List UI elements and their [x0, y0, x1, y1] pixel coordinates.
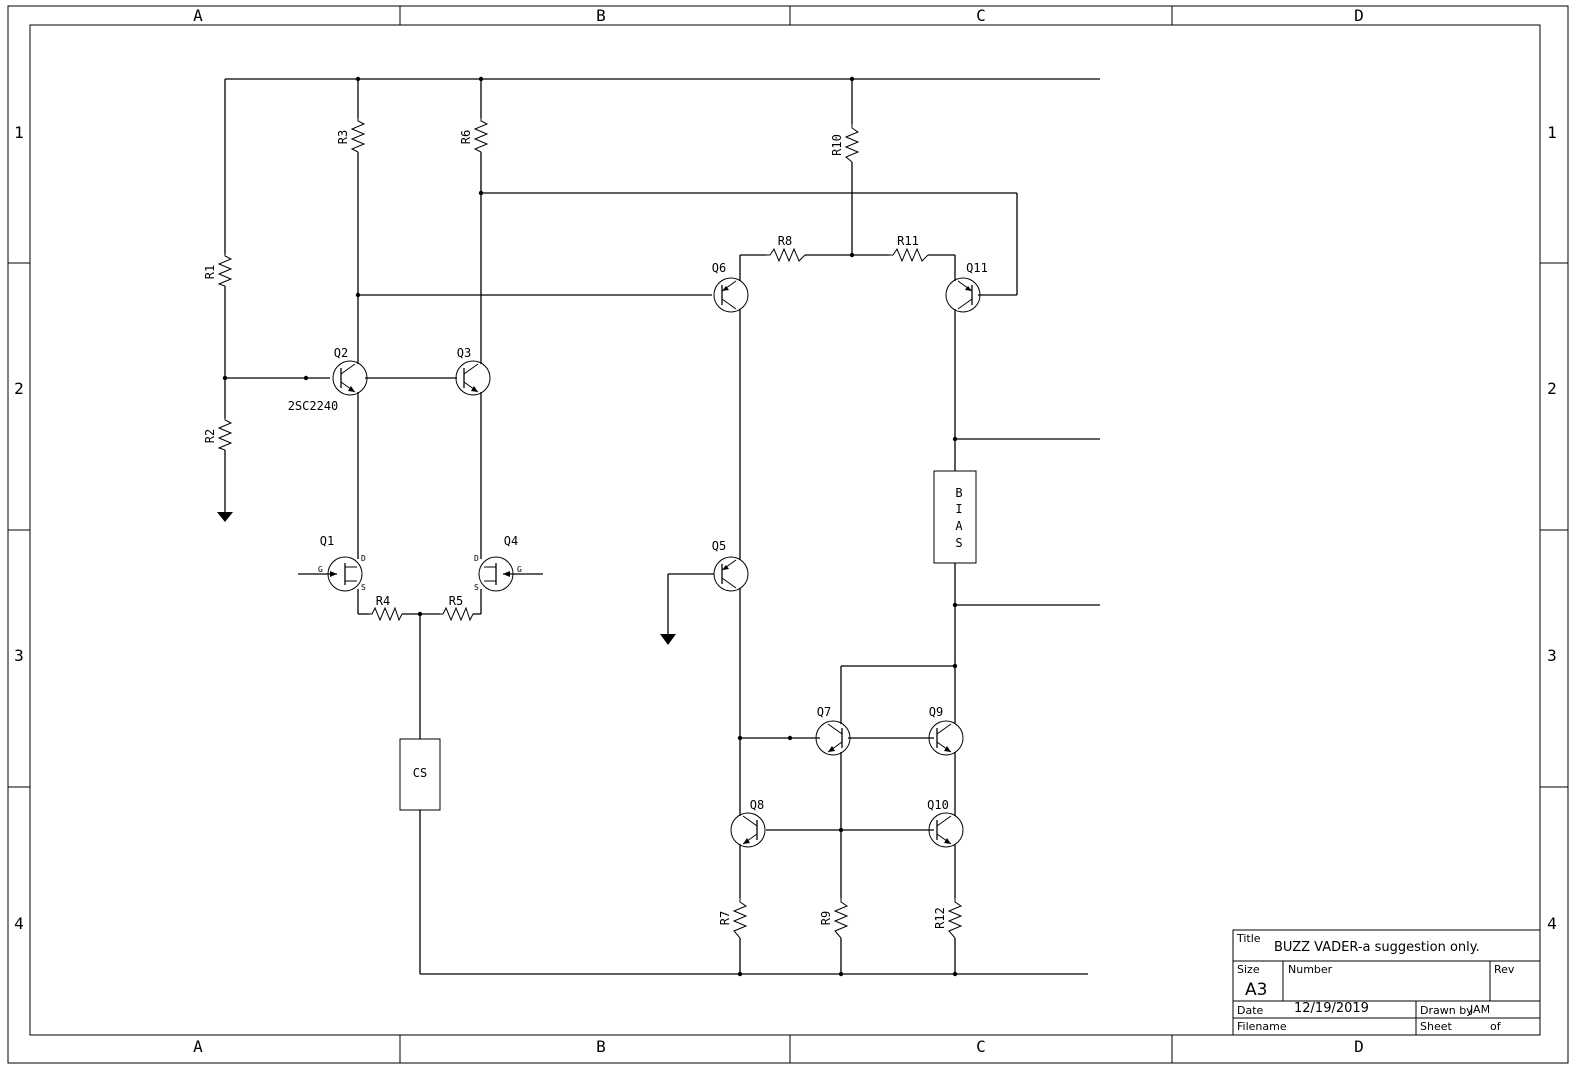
- date-label: Date: [1237, 1004, 1264, 1017]
- resistor-r3-symbol: [350, 118, 366, 153]
- transistor-q2-symbol: [332, 360, 368, 396]
- label-q11: Q11: [966, 261, 988, 275]
- resistor-r7-symbol: [732, 898, 748, 939]
- junction-dots: [222, 76, 958, 977]
- label-q10: Q10: [927, 798, 949, 812]
- label-r10: R10: [830, 134, 844, 156]
- q4-pin-s: S: [474, 583, 479, 592]
- title-block: Title BUZZ VADER-a suggestion only. Size…: [1232, 929, 1541, 1036]
- label-q3: Q3: [457, 346, 471, 360]
- label-r11: R11: [897, 234, 919, 248]
- transistor-q7-symbol: [815, 720, 851, 756]
- label-q6: Q6: [712, 261, 726, 275]
- filename-label: Filename: [1237, 1020, 1287, 1033]
- label-bias-a: A: [955, 519, 963, 533]
- zone-row-1-left: 1: [14, 123, 24, 142]
- number-label: Number: [1288, 963, 1333, 976]
- zone-row-4-left: 4: [14, 914, 24, 933]
- zone-col-b-top: B: [596, 6, 606, 25]
- transistors: [327, 277, 981, 848]
- zone-row-2-right: 2: [1547, 379, 1557, 398]
- label-q7: Q7: [817, 705, 831, 719]
- size-value: A3: [1245, 980, 1267, 1000]
- rev-label: Rev: [1494, 963, 1515, 976]
- label-r5: R5: [449, 594, 463, 608]
- zone-col-d-bottom: D: [1354, 1037, 1364, 1056]
- component-labels: R1 R2 R3 R6 R10 R7 R9 R12 R8 R11 R4 R5 Q…: [203, 130, 988, 929]
- size-label: Size: [1237, 963, 1260, 976]
- zone-col-b-bottom: B: [596, 1037, 606, 1056]
- zone-col-a-bottom: A: [193, 1037, 203, 1056]
- label-r12: R12: [933, 907, 947, 929]
- label-r7: R7: [718, 911, 732, 925]
- label-r8: R8: [778, 234, 792, 248]
- transistor-q6-symbol: [713, 277, 749, 313]
- resistor-r1-symbol: [217, 254, 233, 287]
- ground-symbol-left: [217, 512, 233, 522]
- label-r4: R4: [376, 594, 390, 608]
- label-r2: R2: [203, 429, 217, 443]
- zone-row-3-left: 3: [14, 646, 24, 665]
- title-label: Title: [1236, 932, 1261, 945]
- zone-row-1-right: 1: [1547, 123, 1557, 142]
- q1-pin-d: D: [361, 554, 366, 563]
- zone-col-d-top: D: [1354, 6, 1364, 25]
- q4-pin-d: D: [474, 554, 479, 563]
- label-r1: R1: [203, 265, 217, 279]
- sheet-label: Sheet: [1420, 1020, 1452, 1033]
- label-q1: Q1: [320, 534, 334, 548]
- label-r3: R3: [336, 130, 350, 144]
- label-r9: R9: [819, 911, 833, 925]
- drawn-by-value: JAM: [1469, 1003, 1490, 1016]
- label-bias-s: S: [955, 536, 962, 550]
- bias-box: [933, 470, 977, 564]
- transistor-q9-symbol: [928, 720, 964, 756]
- ground-symbol-q5: [660, 634, 676, 645]
- label-q2-part-number: 2SC2240: [288, 399, 339, 413]
- transistor-q10-symbol: [928, 812, 964, 848]
- q1-pin-g: G: [318, 565, 323, 574]
- drawn-by-label: Drawn by: [1420, 1004, 1473, 1017]
- label-q8: Q8: [750, 798, 764, 812]
- transistor-q11-symbol: [945, 277, 981, 313]
- date-value: 12/19/2019: [1294, 1001, 1369, 1016]
- resistor-r4-symbol: [369, 606, 403, 622]
- title-value: BUZZ VADER-a suggestion only.: [1274, 940, 1480, 955]
- q4-pin-g: G: [517, 565, 522, 574]
- q1-pin-s: S: [361, 583, 366, 592]
- sheet-frame: [7, 5, 1569, 1064]
- label-q4: Q4: [504, 534, 518, 548]
- zone-col-a-top: A: [193, 6, 203, 25]
- label-q5: Q5: [712, 539, 726, 553]
- zone-row-2-left: 2: [14, 379, 24, 398]
- label-bias-i: I: [955, 502, 962, 516]
- label-q9: Q9: [929, 705, 943, 719]
- transistor-q3-symbol: [455, 360, 491, 396]
- transistor-q5-symbol: [713, 556, 749, 592]
- resistor-r10-symbol: [844, 124, 860, 163]
- zone-col-c-top: C: [976, 6, 986, 25]
- zone-row-4-right: 4: [1547, 914, 1557, 933]
- zone-labels: A B C D A B C D 1 2 3 4 1 2 3 4: [14, 6, 1557, 1056]
- resistor-r11-symbol: [889, 247, 929, 263]
- wires: [224, 78, 1100, 975]
- zone-row-3-right: 3: [1547, 646, 1557, 665]
- resistor-r9-symbol: [833, 898, 849, 939]
- label-r6: R6: [459, 130, 473, 144]
- resistor-r5-symbol: [440, 606, 474, 622]
- current-source-box: [399, 738, 441, 811]
- resistors: [217, 118, 963, 939]
- resistor-r6-symbol: [473, 118, 489, 153]
- transistor-q8-symbol: [730, 812, 766, 848]
- resistor-r2-symbol: [217, 418, 233, 451]
- zone-col-c-bottom: C: [976, 1037, 986, 1056]
- label-bias-b: B: [955, 486, 962, 500]
- label-q2: Q2: [334, 346, 348, 360]
- label-current-source: CS: [413, 766, 427, 780]
- resistor-r12-symbol: [947, 898, 963, 939]
- resistor-r8-symbol: [766, 247, 806, 263]
- sheet-of-label: of: [1490, 1020, 1502, 1033]
